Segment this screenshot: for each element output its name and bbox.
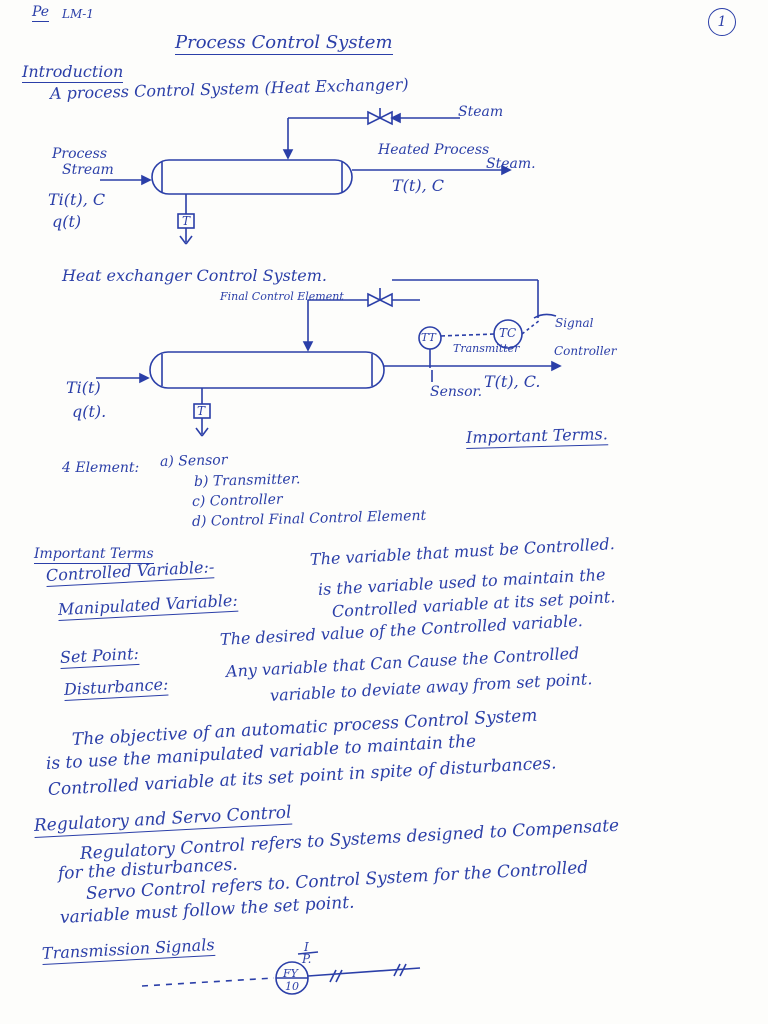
controller-tag: TC	[499, 326, 517, 340]
converter-input-label: I	[304, 940, 309, 954]
steam-label: Steam	[458, 104, 504, 120]
fy-tag: FY	[283, 967, 298, 980]
converter-output-label: P.	[302, 952, 312, 966]
page-number: 1	[708, 8, 736, 36]
course-code: Pe	[32, 4, 50, 22]
trap-label-2: T	[197, 404, 206, 418]
outlet-temp-label-2: T(t), C.	[484, 372, 541, 391]
exchanger-shell-2	[149, 351, 385, 389]
inlet-temp-label-1: Ti(t), C	[48, 190, 106, 209]
diagram2-heading: Heat exchanger Control System.	[62, 266, 327, 285]
process-stream-label-line1: Process	[52, 146, 108, 162]
signal-label: Signal	[555, 316, 594, 330]
introduction-heading: Introduction	[22, 62, 124, 83]
outlet-temp-label-1: T(t), C	[392, 176, 444, 195]
trap-label-1: T	[182, 214, 191, 228]
inlet-temp-label-2: Ti(t)	[66, 378, 101, 397]
inlet-flow-label-1: q(t)	[52, 212, 82, 231]
transmitter-tag: TT	[421, 331, 436, 344]
transmitter-label: Transmitter	[453, 342, 520, 355]
process-stream-label-line2: Stream	[62, 162, 114, 178]
heated-process-label-line2: Steam.	[486, 156, 536, 172]
controller-label: Controller	[554, 344, 617, 358]
inlet-flow-label-2: q(t).	[72, 402, 107, 421]
exchanger-shell-1	[151, 159, 353, 195]
sensor-label: Sensor.	[430, 384, 483, 400]
page-title: Process Control System	[175, 32, 393, 55]
heated-process-label-line1: Heated Process	[378, 142, 490, 158]
fy-number: 10	[285, 980, 299, 993]
controller-bubble	[493, 319, 523, 349]
terms-heading: Important Terms	[34, 546, 154, 564]
elements-lead: 4 Element:	[62, 460, 140, 476]
unit-label: LM-1	[62, 7, 94, 21]
